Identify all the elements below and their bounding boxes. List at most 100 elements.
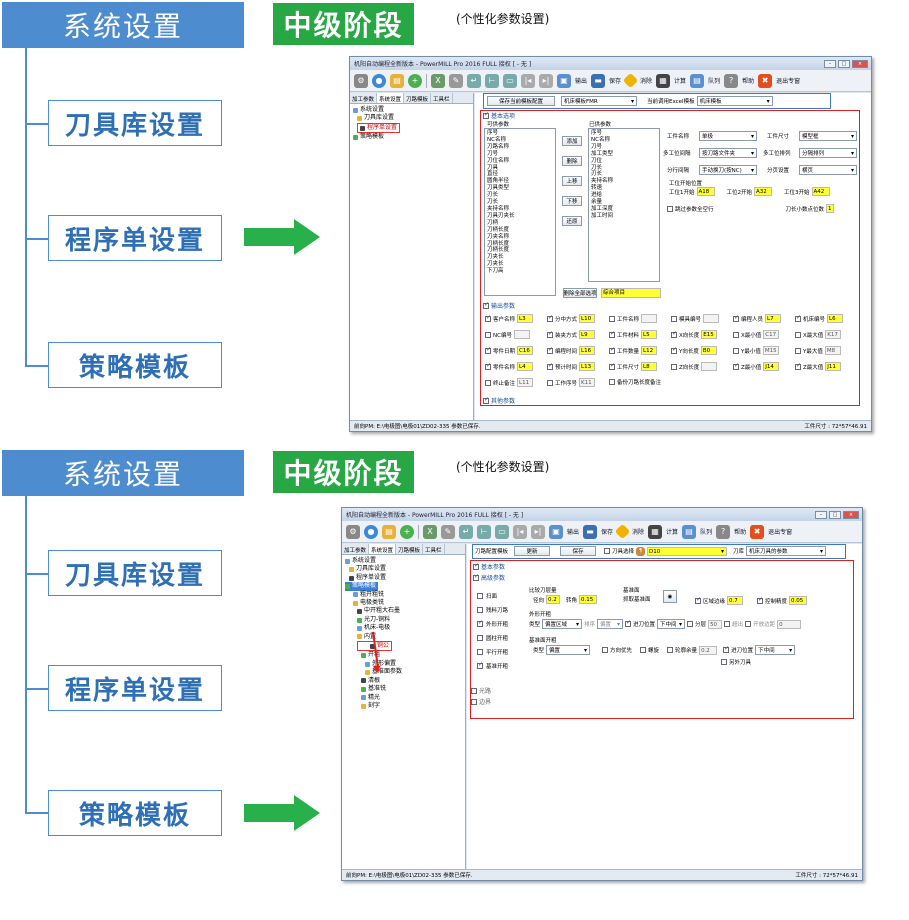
available-param-item[interactable]: 刀柄长度	[487, 226, 510, 233]
output-param-cell-field[interactable]: L6	[827, 314, 844, 323]
tool-select-checkbox[interactable]	[604, 548, 611, 554]
output-param-checkbox[interactable]	[733, 362, 739, 370]
output-param-checkbox[interactable]	[671, 330, 677, 338]
toolbar-help-label[interactable]: 帮助	[742, 78, 755, 85]
tree-item[interactable]: 程序单设置	[345, 574, 462, 582]
tree-item[interactable]: 基准铣	[345, 685, 462, 693]
toolbar-exit-label[interactable]: 退出专窗	[776, 78, 801, 85]
used-param-item[interactable]: 刃长	[591, 171, 603, 178]
output-param-checkbox[interactable]	[671, 315, 677, 322]
output-param-cell-field[interactable]: B0	[700, 346, 717, 355]
output-param-checkbox[interactable]	[609, 346, 615, 354]
used-param-item[interactable]: 进给	[591, 192, 603, 199]
import-icon[interactable]: ↵	[467, 73, 481, 88]
used-param-item[interactable]: 刀位	[591, 157, 603, 164]
output-param-cell-field[interactable]: L13	[579, 362, 596, 371]
tool-lib-combo[interactable]: 机床刀具的参数	[746, 546, 827, 556]
delete-button[interactable]: 删除	[562, 156, 582, 166]
tree-icon[interactable]: ⊢	[477, 524, 491, 539]
skip-empty-checkbox[interactable]	[667, 205, 673, 212]
gear-icon[interactable]: ⚙	[354, 73, 368, 88]
save-icon[interactable]: ▬	[583, 524, 598, 539]
outline-order-combo[interactable]: 偏置	[597, 619, 624, 629]
tab-toolbar[interactable]: 工具栏	[431, 93, 453, 103]
page-setting-combo[interactable]: 横页	[799, 165, 857, 175]
output-param-checkbox[interactable]	[547, 314, 553, 322]
last-icon[interactable]: ▸|	[539, 73, 553, 88]
toolbar-output-label[interactable]: 输出	[567, 529, 580, 536]
tree-item[interactable]: 开粗	[345, 651, 462, 659]
tab-toolbar[interactable]: 工具栏	[423, 544, 445, 554]
available-param-item[interactable]: 刀柄长度	[487, 240, 510, 247]
available-param-item[interactable]: 刀夹长	[487, 261, 504, 268]
tab-system-settings[interactable]: 系统设置	[369, 544, 397, 554]
strategy-checkbox[interactable]	[477, 635, 483, 641]
strategy-checkbox[interactable]	[477, 649, 483, 655]
output-param-checkbox[interactable]	[485, 362, 491, 370]
output-param-checkbox[interactable]	[609, 362, 615, 370]
tree-item[interactable]: 内置	[345, 633, 462, 641]
strategy-check-row[interactable]: 外形开粗	[477, 619, 508, 628]
station3-start-field[interactable]: A42	[811, 187, 830, 196]
calculator-icon[interactable]: ▦	[656, 73, 671, 88]
update-button[interactable]: 更新	[514, 546, 551, 556]
tab-system-settings[interactable]: 系统设置	[377, 93, 405, 103]
available-param-item[interactable]: 刀路名称	[487, 143, 510, 150]
fine-checkbox[interactable]	[757, 596, 763, 604]
output-param-checkbox[interactable]	[609, 330, 615, 338]
output-param-cell-field[interactable]: L4	[517, 362, 534, 371]
output-param-checkbox[interactable]	[609, 315, 615, 322]
output-param-checkbox[interactable]	[795, 331, 801, 338]
strategy-checkbox[interactable]	[477, 619, 483, 627]
save-icon[interactable]: ▬	[591, 73, 606, 88]
station1-start-field[interactable]: A18	[696, 187, 715, 196]
output-param-checkbox[interactable]	[671, 363, 677, 370]
available-param-item[interactable]: 刀位名称	[487, 157, 510, 164]
move-down-button[interactable]: 下移	[562, 196, 582, 206]
output-param-checkbox[interactable]	[485, 314, 491, 322]
output-param-cell-field[interactable]: M15	[762, 346, 779, 355]
help-icon[interactable]: ?	[716, 524, 731, 539]
tree-icon[interactable]: ⊢	[485, 73, 499, 88]
tab-path-template[interactable]: 刀路模板	[396, 544, 424, 554]
zone-checkbox[interactable]	[695, 596, 701, 604]
strategy-check-row[interactable]: 平行开粗	[477, 648, 508, 656]
output-param-cell-field[interactable]: L10	[579, 314, 596, 323]
basic-params-header[interactable]: 基本参数	[473, 562, 505, 571]
output-param-cell-field[interactable]	[701, 362, 718, 371]
calculator-icon[interactable]: ▦	[648, 524, 663, 539]
tree-item[interactable]: 中开粗大石墨	[345, 607, 462, 615]
available-param-item[interactable]: 刀柄长度	[487, 247, 510, 254]
edge-checkbox[interactable]	[667, 647, 674, 653]
first-icon[interactable]: |◂	[521, 73, 535, 88]
fine-field[interactable]: 0.05	[789, 596, 808, 605]
window-icon[interactable]: ▭	[503, 73, 517, 88]
output-param-checkbox[interactable]	[485, 379, 491, 386]
tab-machining-params[interactable]: 加工参数	[342, 544, 370, 554]
spiral-checkbox[interactable]	[640, 647, 647, 653]
available-param-item[interactable]: 刃长	[487, 192, 499, 199]
wrench-icon[interactable]: ✎	[441, 524, 455, 539]
used-param-item[interactable]: 加工深度	[591, 205, 614, 212]
output-param-checkbox[interactable]	[547, 362, 553, 370]
minimize-button[interactable]: –	[824, 59, 836, 68]
toolbar-help-label[interactable]: 帮助	[734, 529, 747, 536]
folder-icon[interactable]: ▤	[382, 524, 396, 539]
toolbar-queue-label[interactable]: 队列	[700, 529, 713, 536]
exit-icon[interactable]: ✖	[750, 524, 765, 539]
output-param-cell-field[interactable]: M8	[824, 346, 841, 355]
extra-tool-checkbox[interactable]	[721, 659, 727, 665]
strategy-check-row[interactable]: 基准开粗	[477, 661, 508, 670]
station2-start-field[interactable]: A32	[754, 187, 772, 196]
output-param-cell-field[interactable]: J14	[763, 362, 780, 371]
output-params-header[interactable]: 输出参数	[483, 301, 515, 310]
tree-item-tool-library[interactable]: 刀具库设置	[353, 114, 470, 122]
template-combo[interactable]: 机床模板FMR	[561, 96, 637, 106]
available-param-item[interactable]: NC名称	[487, 136, 506, 143]
available-param-item[interactable]: 刀夹长	[487, 254, 504, 261]
toolbar-clear-label[interactable]: 消除	[632, 529, 645, 536]
available-param-item[interactable]: 刀具	[487, 164, 499, 171]
strategy-checkbox[interactable]	[477, 661, 483, 669]
